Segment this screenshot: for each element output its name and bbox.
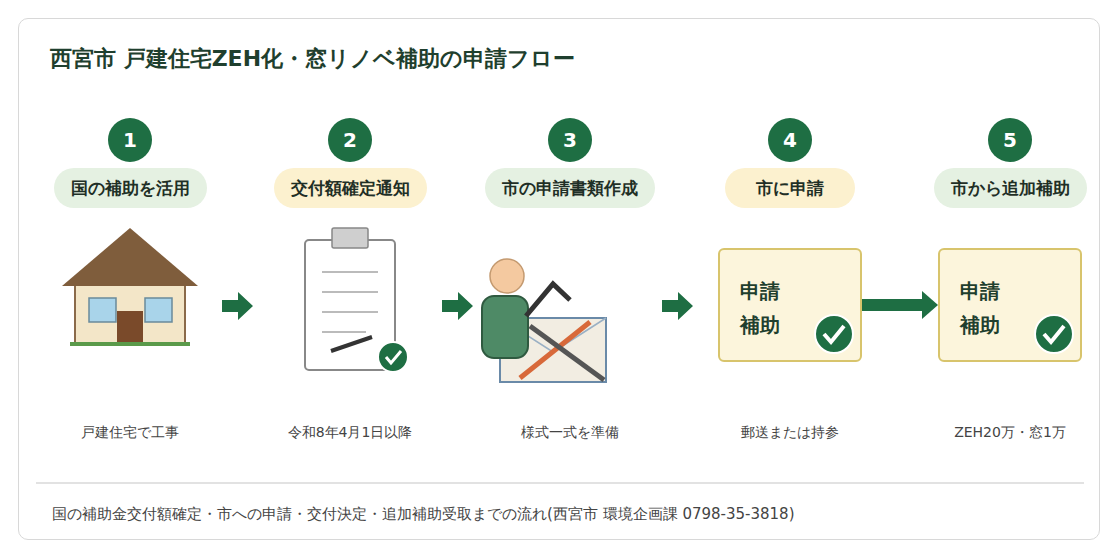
node-text: 市から追加補助 [951,177,1070,200]
step-label: 市の申請書類作成 [485,168,655,208]
person-envelope-icon [482,259,606,382]
node-text: 申請 補助 [740,274,800,342]
flow-arrow [862,291,938,319]
node-text: 市の申請書類作成 [502,177,638,200]
callout-number: 2 [343,128,357,152]
step-arrows [222,292,693,320]
step-number: 2 [328,118,372,162]
step-label: 国の補助を活用 [54,168,207,208]
divider-line [36,482,1084,484]
application-box: 申請 補助 [938,248,1082,362]
callout-number: 3 [563,128,577,152]
step-description: 様式一式を準備 [521,424,619,442]
step-label: 交付額確定通知 [274,168,427,208]
diagram-title: 西宮市 戸建住宅ZEH化・窓リノベ補助の申請フロー [50,44,575,74]
node-text: 交付額確定通知 [291,177,410,200]
step-description: 戸建住宅で工事 [81,424,179,442]
callout-number: 4 [783,128,797,152]
step-description: 郵送または持参 [741,424,839,442]
step-number: 5 [988,118,1032,162]
step-label: 市に申請 [725,168,855,208]
callout-number: 5 [1003,128,1017,152]
step-description: ZEH20万・窓1万 [954,424,1066,442]
check-icon [812,312,856,356]
node-text: 市に申請 [756,177,824,200]
diagram-caption: 国の補助金交付額確定・市への申請・交付決定・追加補助受取までの流れ(西宮市 環境… [52,505,795,524]
clipboard-icon [305,228,408,372]
step-label: 市から追加補助 [934,168,1087,208]
application-box: 申請 補助 [718,248,862,362]
check-icon [1032,312,1076,356]
step-description: 令和8年4月1日以降 [288,424,413,442]
node-text: 国の補助を活用 [71,177,190,200]
step-number: 1 [108,118,152,162]
node-text: 申請 補助 [960,274,1020,342]
step-number: 4 [768,118,812,162]
house-icon [62,228,198,346]
step-number: 3 [548,118,592,162]
callout-number: 1 [123,128,137,152]
